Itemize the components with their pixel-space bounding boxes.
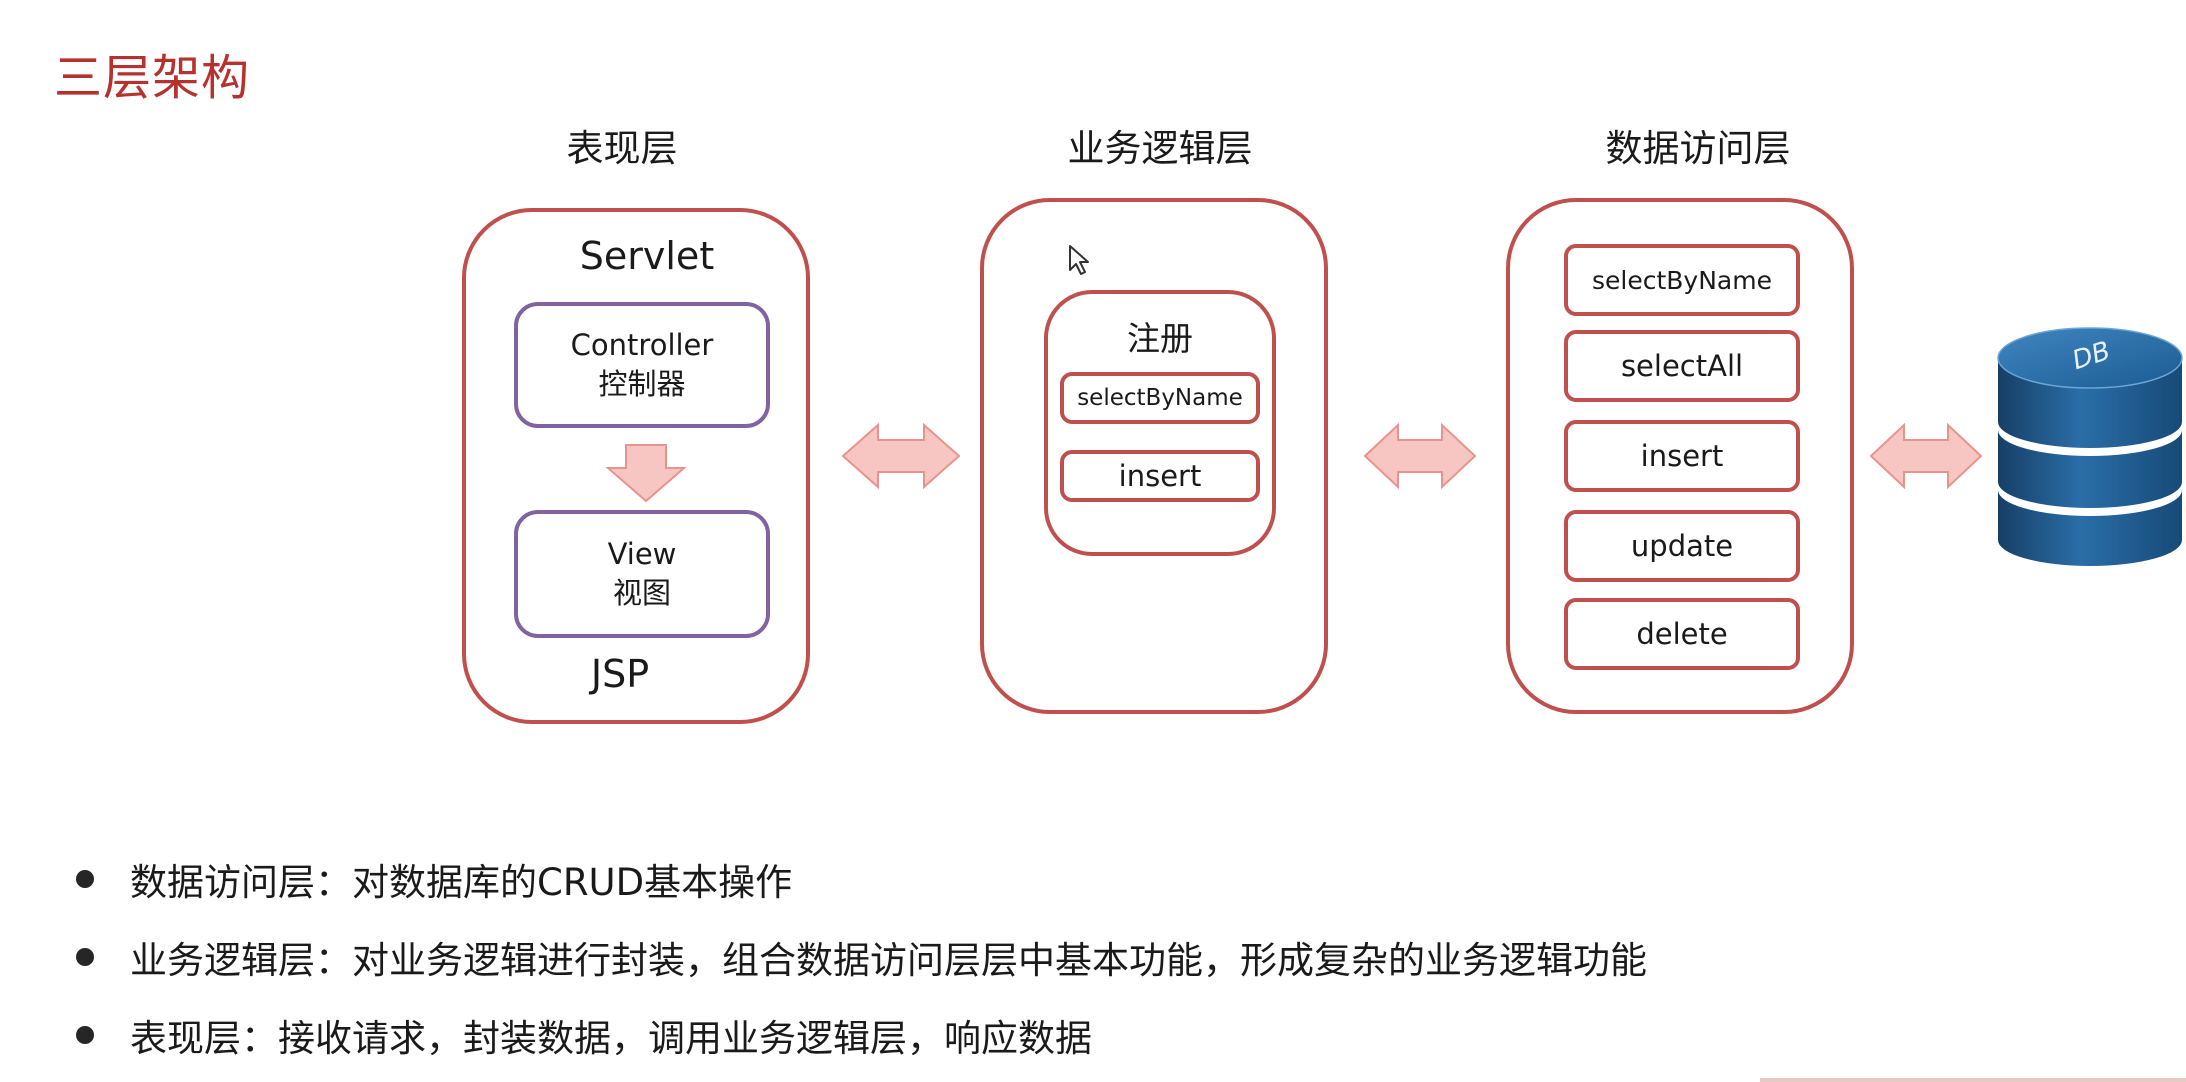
bullet-text: 数据访问层：对数据库的CRUD基本操作 — [130, 861, 793, 904]
view-label-zh: 视图 — [612, 576, 671, 610]
bullet-item-data-access: 数据访问层：对数据库的CRUD基本操作 — [76, 852, 792, 906]
business-method-select-by-name: selectByName — [1060, 372, 1260, 424]
bullet-text: 业务逻辑层：对业务逻辑进行封装，组合数据访问层层中基本功能，形成复杂的业务逻辑功… — [130, 939, 1647, 982]
dao-method-select-by-name: selectByName — [1564, 244, 1800, 316]
business-method-insert: insert — [1060, 450, 1260, 502]
controller-label-en: Controller — [570, 328, 714, 362]
dao-method-select-all: selectAll — [1564, 330, 1800, 402]
dao-method-update: update — [1564, 510, 1800, 582]
bullet-dot-icon — [76, 948, 94, 966]
bullet-item-business: 业务逻辑层：对业务逻辑进行封装，组合数据访问层层中基本功能，形成复杂的业务逻辑功… — [76, 930, 1647, 984]
slide-title: 三层架构 — [54, 50, 251, 106]
view-box: View 视图 — [514, 510, 770, 638]
data-access-layer-label: 数据访问层 — [1605, 127, 1791, 170]
bullet-item-presentation: 表现层：接收请求，封装数据，调用业务逻辑层，响应数据 — [76, 1008, 1092, 1062]
dao-method-insert: insert — [1564, 420, 1800, 492]
presentation-layer-label: 表现层 — [566, 127, 678, 170]
bottom-edge-divider — [1760, 1078, 2186, 1082]
mouse-cursor-icon — [1069, 245, 1089, 275]
double-arrow-icon — [841, 422, 961, 490]
bullet-dot-icon — [76, 870, 94, 888]
register-group-label: 注册 — [1127, 319, 1193, 358]
controller-label-zh: 控制器 — [598, 367, 686, 401]
bullet-dot-icon — [76, 1026, 94, 1044]
dao-method-delete: delete — [1564, 598, 1800, 670]
database-icon: DB — [1997, 327, 2183, 566]
double-arrow-icon — [1363, 422, 1477, 490]
jsp-label: JSP — [590, 652, 650, 696]
double-arrow-icon — [1869, 422, 1983, 490]
view-label-en: View — [607, 537, 677, 571]
controller-box: Controller 控制器 — [514, 302, 770, 428]
bullet-text: 表现层：接收请求，封装数据，调用业务逻辑层，响应数据 — [130, 1017, 1092, 1060]
servlet-label: Servlet — [579, 234, 715, 278]
down-arrow-icon — [605, 444, 687, 503]
business-layer-label: 业务逻辑层 — [1067, 127, 1253, 170]
